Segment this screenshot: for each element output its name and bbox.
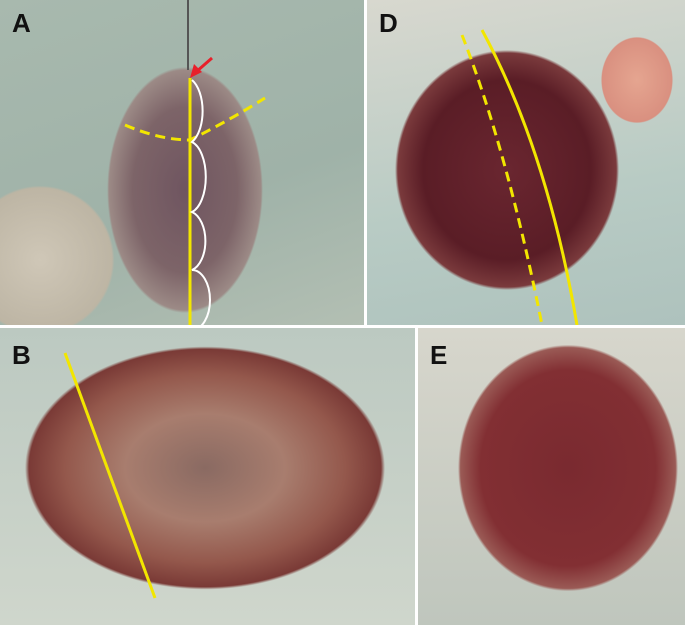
panel-d-annotations [460,29,579,325]
incision-line [480,29,579,325]
arrow-head-icon [190,64,202,78]
panel-label-b: B [12,340,31,370]
panel-label-e: E [430,340,448,370]
panel-e-cross-section: E [418,328,685,625]
panel-label-a: A [12,8,31,38]
panel-a-whole-heart: A [0,0,364,325]
panel-b-annotations [63,352,157,599]
panel-d-opened-ventricle: D [367,0,685,325]
panel-a-annotations [124,0,266,325]
dashed-line [460,34,544,325]
incision-line [63,352,157,599]
arc-markers [189,79,211,325]
panel-b-base-view: B [0,328,415,625]
panel-label-d: D [379,8,398,38]
dashed-line [124,96,266,142]
